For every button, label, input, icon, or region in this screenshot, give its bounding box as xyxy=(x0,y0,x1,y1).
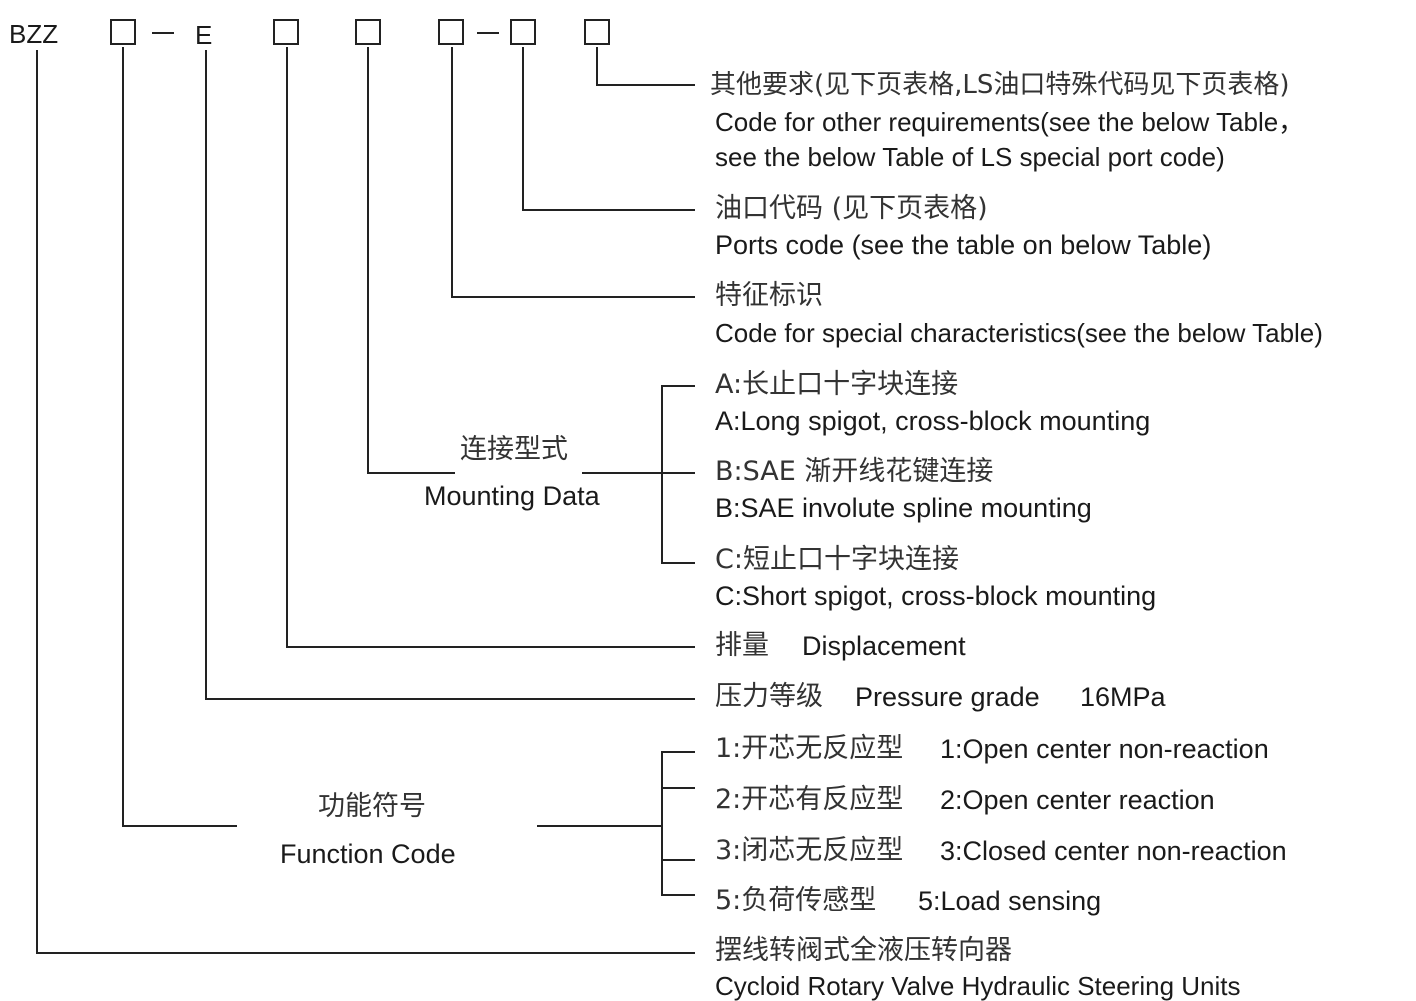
separator-dash xyxy=(152,32,174,34)
mounting-option-b-en: B:SAE involute spline mounting xyxy=(715,493,1092,523)
other-requirements-en-1: Code for other requirements(see the belo… xyxy=(715,107,1305,137)
function-option-5-en: 5:Load sensing xyxy=(918,886,1102,916)
prefix-code: BZZ xyxy=(9,19,59,49)
placeholder-box-displacement xyxy=(273,19,299,45)
mounting-option-a-en: A:Long spigot, cross-block mounting xyxy=(715,406,1151,436)
pressure-grade-en: Pressure grade xyxy=(855,682,1040,712)
line-function-code xyxy=(122,47,237,827)
function-option-1-zh: 1:开芯无反应型 xyxy=(715,733,904,764)
ports-code-en: Ports code (see the table on below Table… xyxy=(715,230,1212,260)
function-option-2-en: 2:Open center reaction xyxy=(940,785,1215,815)
special-characteristics-en: Code for special characteristics(see the… xyxy=(715,318,1323,348)
displacement-en: Displacement xyxy=(802,631,966,661)
function-option-3-zh: 3:闭芯无反应型 xyxy=(715,835,904,866)
line-mounting xyxy=(367,47,455,474)
function-option-3-en: 3:Closed center non-reaction xyxy=(940,836,1287,866)
bracket-function xyxy=(661,751,695,896)
placeholder-box-ports xyxy=(510,19,536,45)
line-ports-code xyxy=(522,47,695,211)
line-special-characteristics xyxy=(451,47,695,298)
placeholder-box-mounting xyxy=(355,19,381,45)
displacement-zh: 排量 xyxy=(715,630,769,661)
line-other-requirements xyxy=(596,47,695,86)
line-product xyxy=(36,50,695,954)
placeholder-box-other xyxy=(584,19,610,45)
placeholder-box-function xyxy=(110,19,136,45)
pressure-letter: E xyxy=(195,20,213,50)
special-characteristics-zh: 特征标识 xyxy=(715,280,823,311)
mounting-option-a-zh: A:长止口十字块连接 xyxy=(715,369,959,400)
mounting-option-c-zh: C:短止口十字块连接 xyxy=(715,544,959,575)
function-option-1-en: 1:Open center non-reaction xyxy=(940,734,1269,764)
mounting-label-en: Mounting Data xyxy=(424,481,600,511)
other-requirements-zh: 其他要求(见下页表格,LS油口特殊代码见下页表格) xyxy=(710,70,1290,100)
function-option-2-zh: 2:开芯有反应型 xyxy=(715,784,904,815)
mounting-option-c-en: C:Short spigot, cross-block mounting xyxy=(715,581,1157,611)
function-option-5-zh: 5:负荷传感型 xyxy=(715,885,877,916)
bracket-mounting xyxy=(661,385,695,564)
function-code-label-zh: 功能符号 xyxy=(318,791,426,822)
placeholder-box-special xyxy=(438,19,464,45)
pressure-grade-zh: 压力等级 xyxy=(715,681,823,712)
separator-dash xyxy=(477,32,499,34)
other-requirements-en-2: see the below Table of LS special port c… xyxy=(715,142,1225,172)
mounting-option-b-zh: B:SAE 渐开线花键连接 xyxy=(715,456,994,487)
pressure-grade-value: 16MPa xyxy=(1080,682,1166,712)
line-displacement xyxy=(286,47,695,648)
function-code-label-en: Function Code xyxy=(280,839,456,869)
product-en: Cycloid Rotary Valve Hydraulic Steering … xyxy=(715,971,1241,1001)
product-zh: 摆线转阀式全液压转向器 xyxy=(715,935,1012,966)
mounting-label-zh: 连接型式 xyxy=(460,434,568,465)
ports-code-zh: 油口代码 (见下页表格) xyxy=(715,193,988,224)
line-pressure-grade xyxy=(205,50,695,700)
